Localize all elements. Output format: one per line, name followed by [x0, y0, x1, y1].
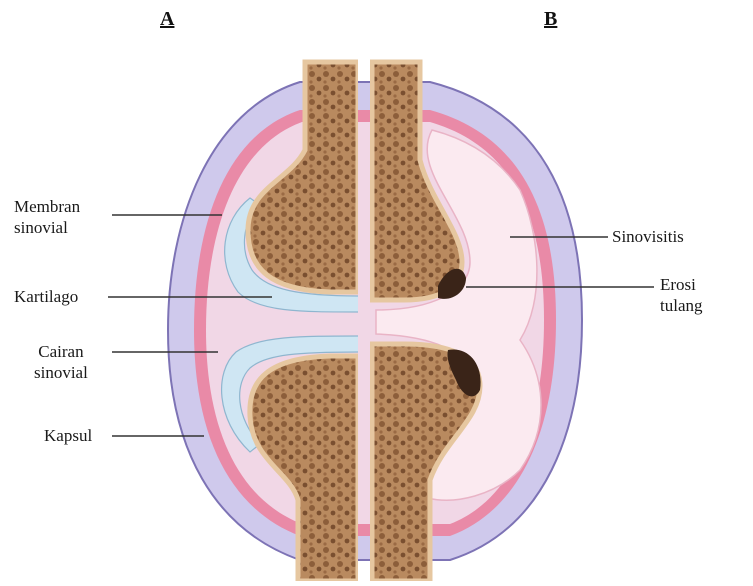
label-cairan-sinovial: Cairan sinovial: [34, 341, 88, 383]
label-erosi-line2: tulang: [660, 295, 703, 316]
label-membran-line1: Membran: [14, 196, 80, 217]
label-kartilago: Kartilago: [14, 286, 78, 307]
label-membran-line2: sinovial: [14, 217, 80, 238]
label-membran-sinovial: Membran sinovial: [14, 196, 80, 238]
label-kapsul: Kapsul: [44, 425, 92, 446]
label-erosi-line1: Erosi: [660, 274, 703, 295]
label-erosi-tulang: Erosi tulang: [660, 274, 703, 316]
panel-label-a: A: [160, 8, 174, 31]
label-cairan-line2: sinovial: [34, 362, 88, 383]
label-cairan-line1: Cairan: [34, 341, 88, 362]
panel-label-b: B: [544, 8, 557, 31]
label-sinovisitis: Sinovisitis: [612, 226, 684, 247]
